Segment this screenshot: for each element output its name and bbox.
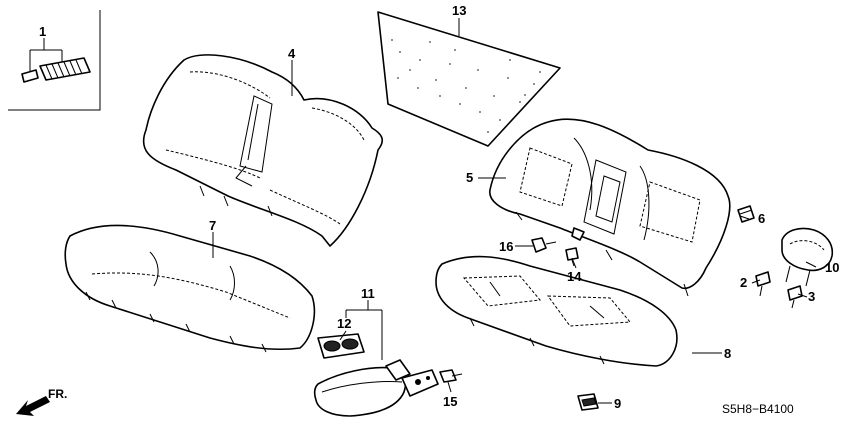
bolt-part-16 [531, 237, 557, 253]
clip-part-6 [737, 205, 755, 223]
callout-16: 16 [499, 239, 513, 254]
bolt-part-14 [565, 227, 585, 267]
seat-back-frame [489, 118, 731, 297]
rear-panel-board [377, 11, 561, 147]
callout-14: 14 [567, 269, 582, 284]
headrest [781, 227, 834, 287]
callout-11: 11 [361, 286, 375, 301]
bolt-part-15 [439, 369, 463, 383]
direction-label: FR. [48, 387, 67, 401]
callout-10: 10 [825, 260, 839, 275]
callout-6: 6 [758, 211, 765, 226]
headrest-guide-part-2 [755, 271, 771, 297]
headrest-guide-part-3 [787, 285, 803, 309]
callout-3: 3 [808, 289, 815, 304]
leader-lines [212, 18, 817, 404]
callout-5: 5 [466, 170, 473, 185]
callout-4: 4 [288, 46, 296, 61]
callout-9: 9 [614, 396, 621, 411]
seat-cushion-frame [435, 255, 678, 367]
cup-holder [317, 333, 365, 359]
clip-part-1 [39, 57, 91, 81]
callout-2: 2 [740, 275, 747, 290]
seat-cushion-cover [64, 224, 316, 353]
callout-8: 8 [724, 346, 731, 361]
armrest [313, 359, 439, 417]
inset-box-part-1 [8, 10, 101, 111]
callout-labels: 1 4 13 5 7 8 10 6 2 3 16 14 9 12 11 15 [39, 3, 839, 411]
callout-1: 1 [39, 24, 46, 39]
front-arrow-icon [16, 396, 50, 416]
clip-part-9 [577, 393, 599, 411]
callout-7: 7 [209, 218, 216, 233]
front-direction-indicator: FR. [16, 387, 67, 416]
diagram-code: S5H8−B4100 [722, 402, 794, 416]
callout-12: 12 [337, 316, 351, 331]
callout-15: 15 [443, 394, 457, 409]
seat-back-cover [142, 54, 384, 247]
callout-13: 13 [452, 3, 466, 18]
